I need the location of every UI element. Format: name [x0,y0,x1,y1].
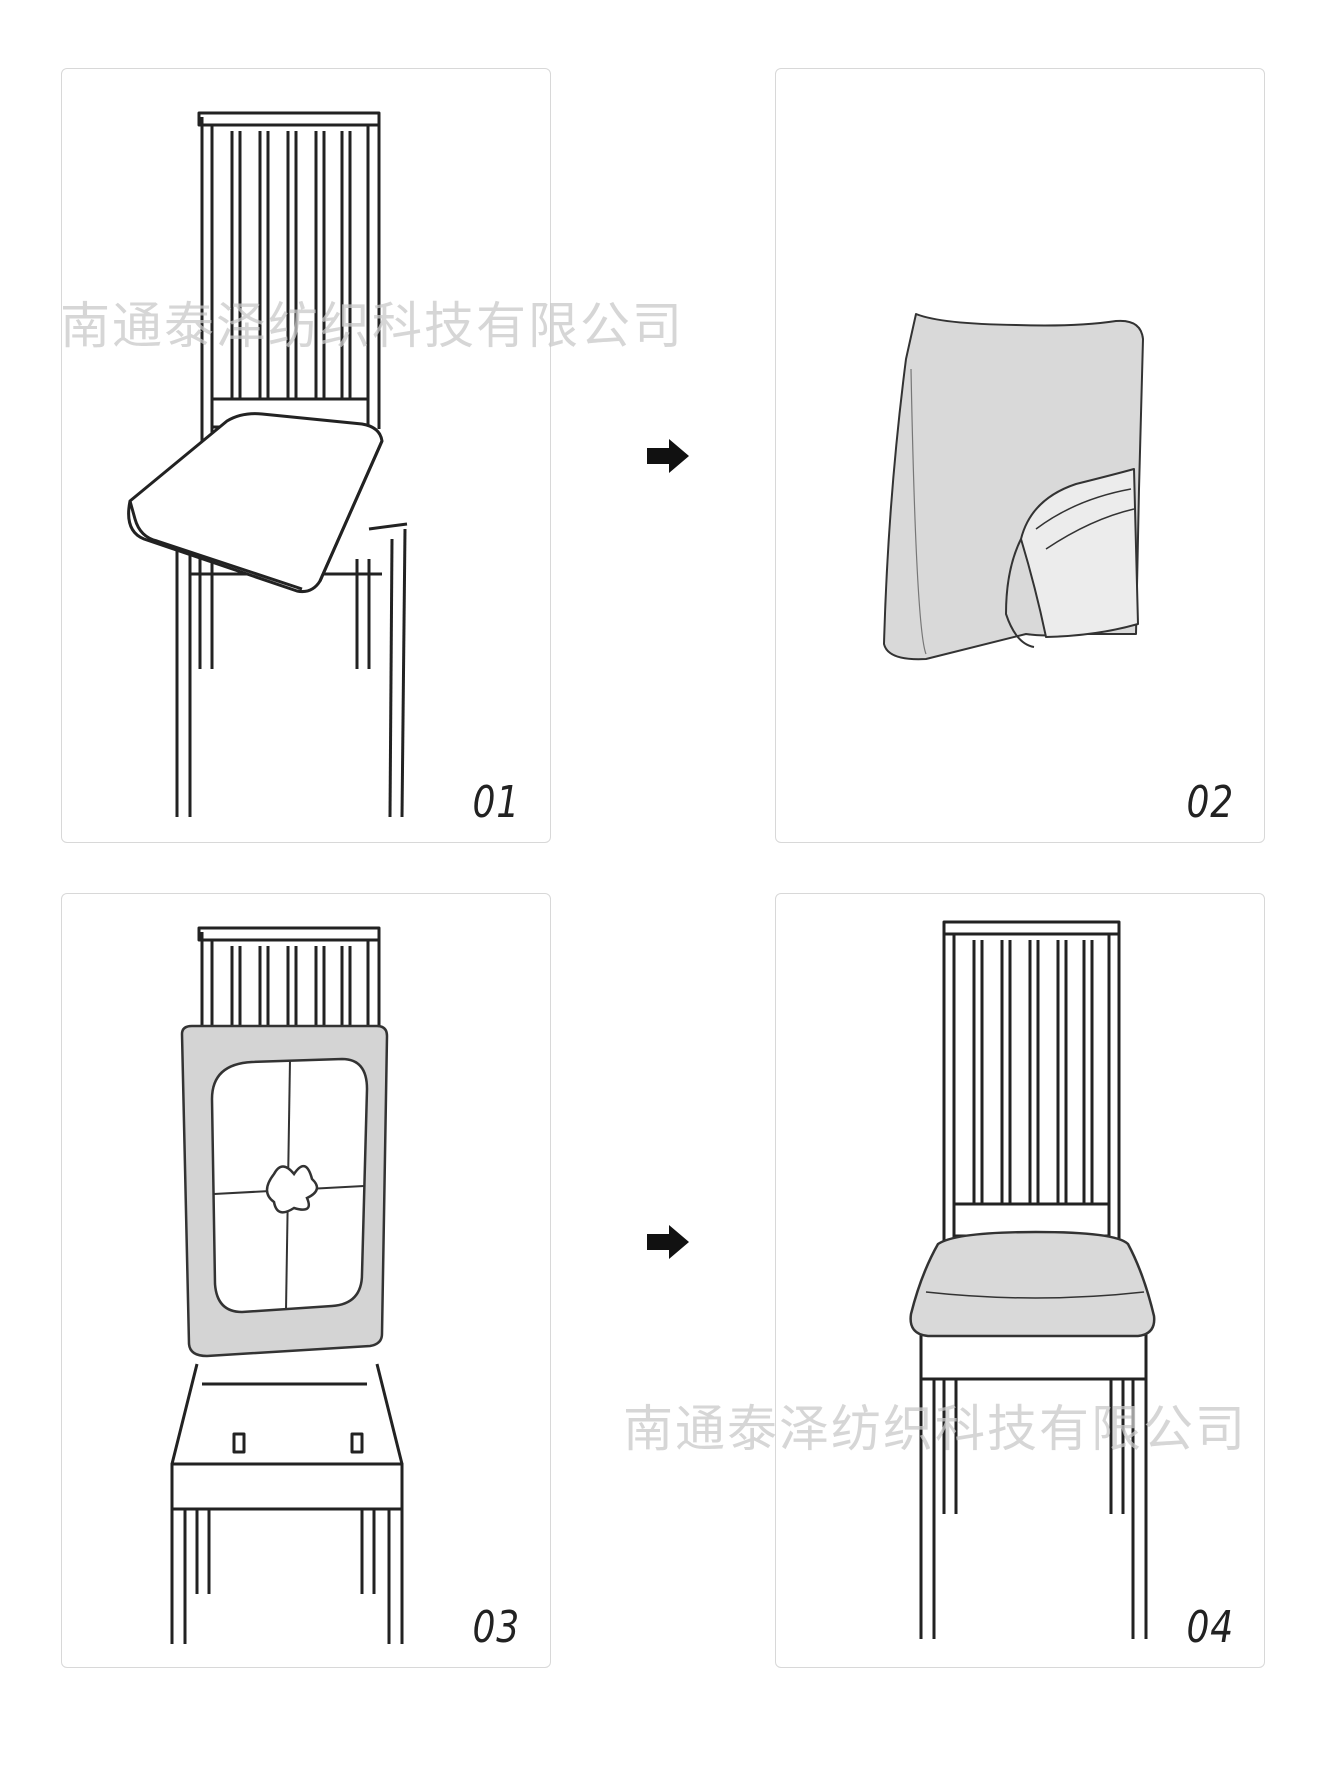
step-number: 04 [1186,1602,1234,1653]
step-panel-01: 01 [61,68,551,843]
step-number: 01 [472,777,520,828]
step-panel-03: 03 [61,893,551,1668]
watermark-text: 南通泰泽纺织科技有限公司 [60,297,684,355]
watermark-text: 南通泰泽纺织科技有限公司 [623,1400,1247,1458]
seat-cover-underside-illustration [170,926,404,1644]
chair-with-loose-seat-illustration [127,111,408,818]
step-panel-02: 02 [775,68,1265,843]
right-arrow-icon [647,439,689,473]
step-number: 02 [1186,777,1234,828]
right-arrow-icon [647,1225,689,1259]
step-number: 03 [472,1602,520,1653]
finished-chair-illustration [909,920,1156,1639]
step-panel-04: 04 [775,893,1265,1668]
seat-cover-illustration [883,313,1144,661]
